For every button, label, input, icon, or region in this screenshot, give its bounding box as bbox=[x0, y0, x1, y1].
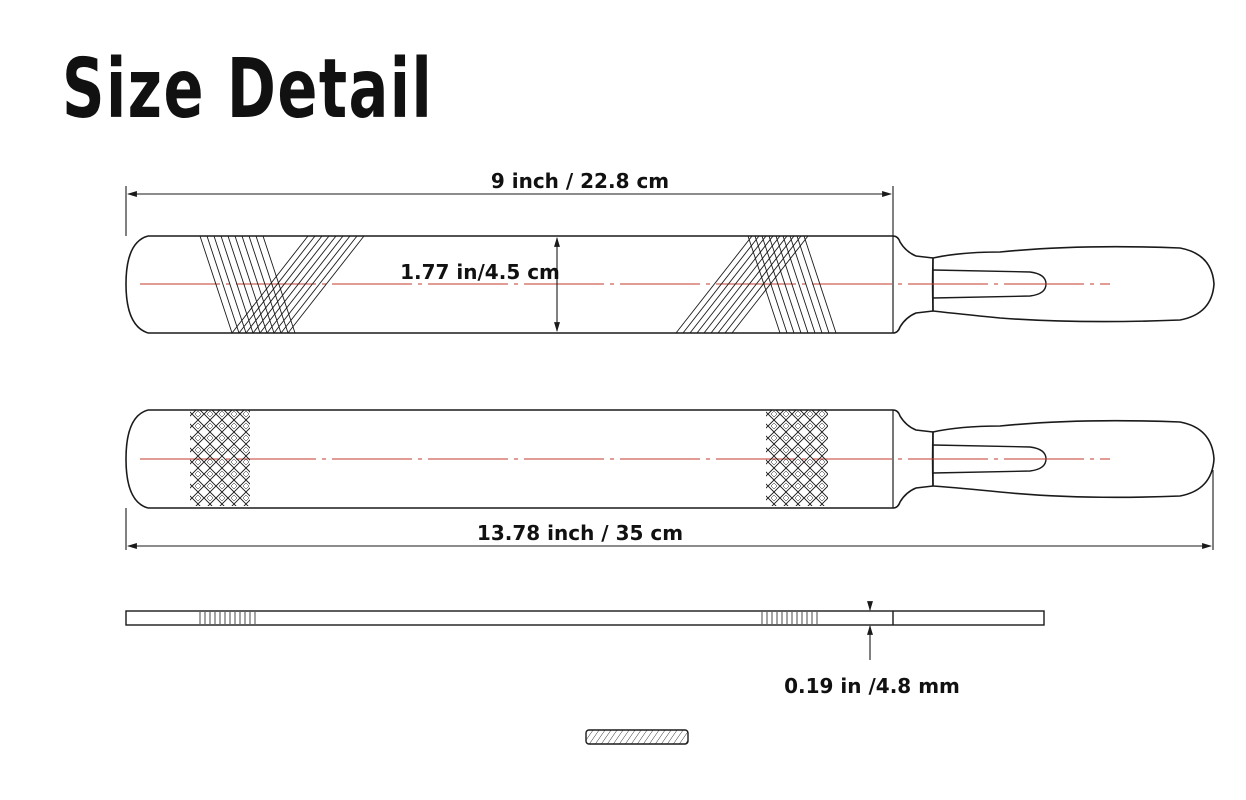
blade-outline bbox=[125, 409, 934, 509]
edge-teeth-left bbox=[199, 612, 256, 624]
handle-outline bbox=[932, 419, 1215, 499]
blade-width-label: 1.77 in/4.5 cm bbox=[400, 260, 560, 284]
handle-outline bbox=[932, 245, 1215, 323]
cut-lines-right bbox=[675, 235, 837, 334]
total-length-dimension bbox=[125, 470, 1214, 550]
cross-section bbox=[585, 729, 689, 745]
ferrule bbox=[931, 257, 934, 312]
thickness-dimension bbox=[860, 601, 880, 660]
blade-length-label: 9 inch / 22.8 cm bbox=[491, 169, 669, 193]
file-bottom-view bbox=[125, 409, 1215, 509]
edge-teeth-right bbox=[761, 612, 818, 624]
total-length-label: 13.78 inch / 35 cm bbox=[477, 521, 683, 545]
file-edge-view bbox=[125, 610, 1045, 626]
blade-length-dimension bbox=[125, 186, 894, 236]
rasp-teeth-left bbox=[190, 410, 250, 506]
file-top-view bbox=[125, 235, 1215, 334]
page-title: Size Detail bbox=[62, 42, 434, 137]
thickness-label: 0.19 in /4.8 mm bbox=[784, 674, 960, 698]
blade-outline bbox=[125, 235, 934, 334]
cut-lines-left bbox=[199, 235, 365, 334]
rasp-teeth-right bbox=[766, 410, 828, 506]
